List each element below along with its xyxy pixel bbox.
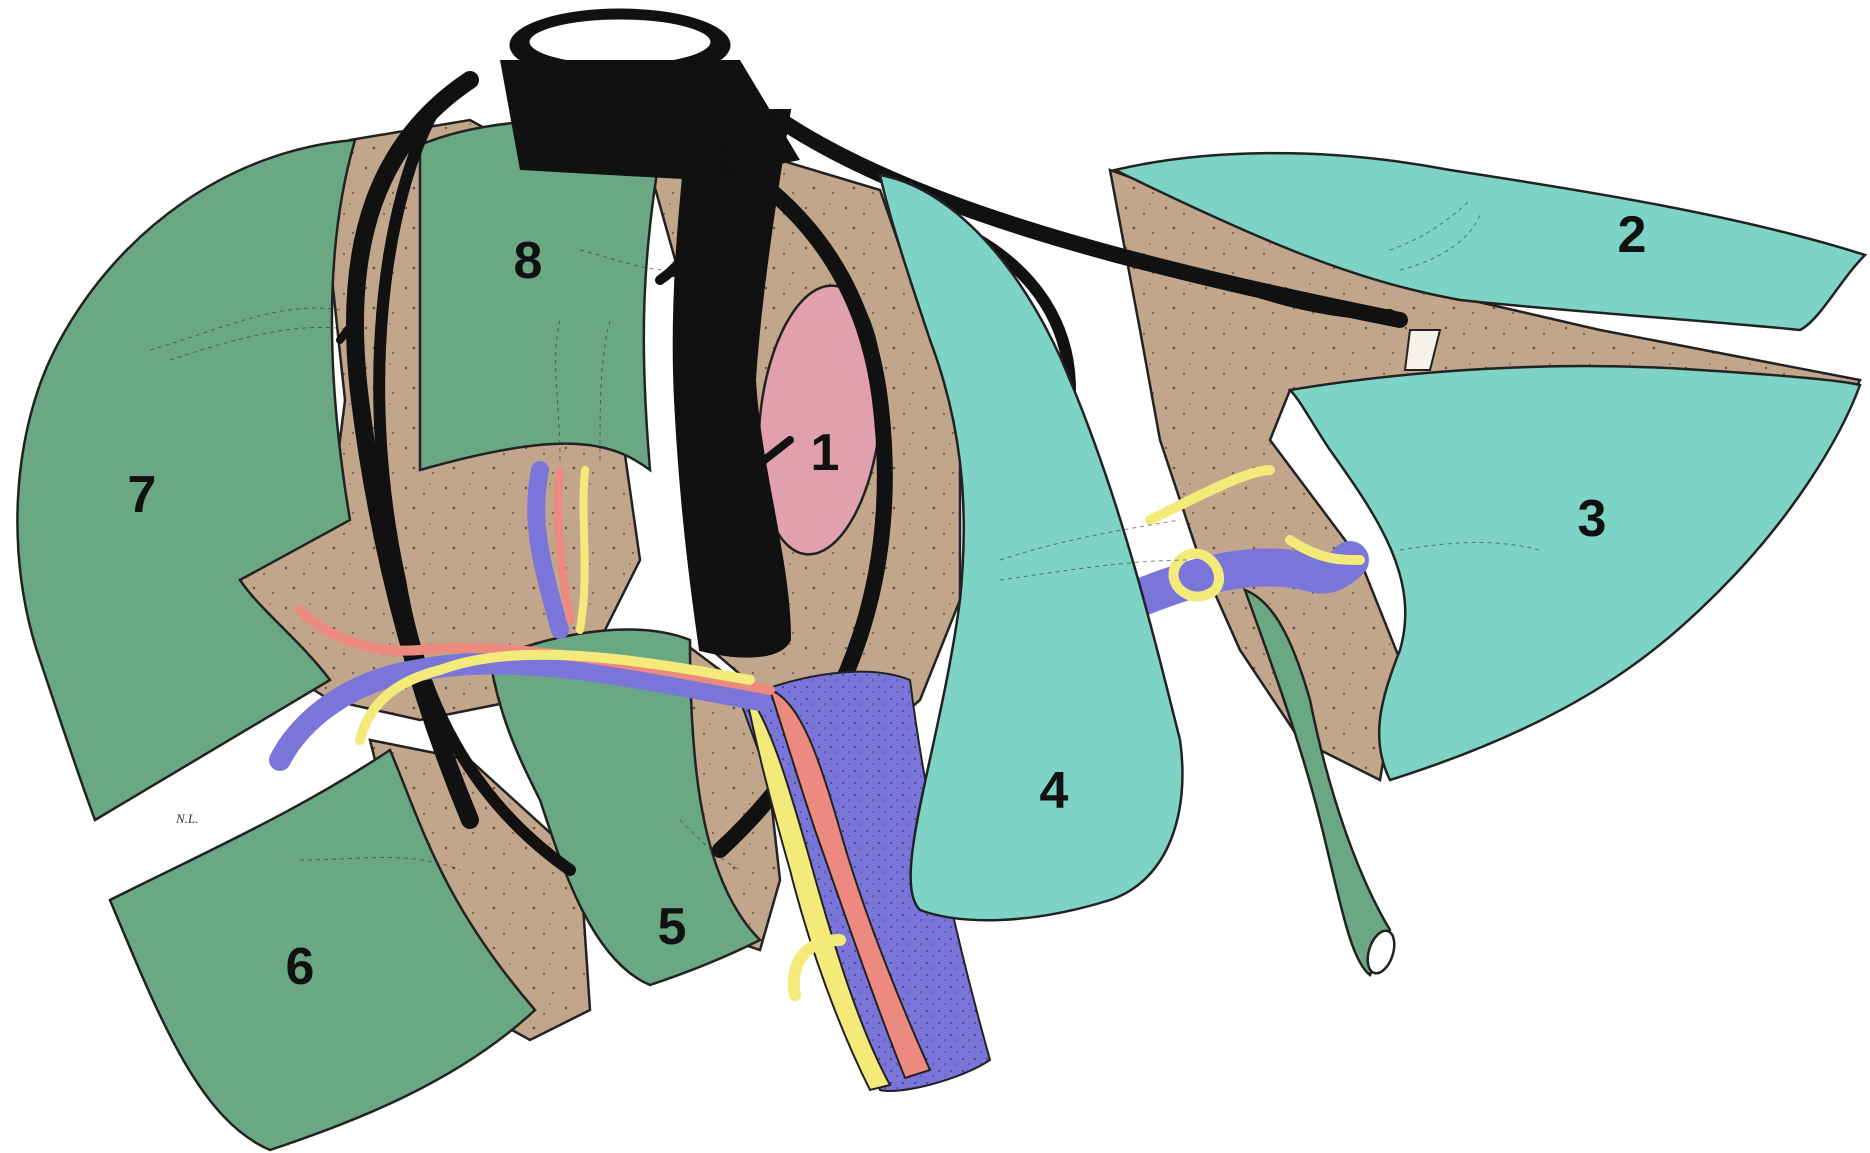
label-segment-3: 3	[1578, 490, 1607, 548]
label-segment-6: 6	[286, 938, 315, 996]
label-segment-5: 5	[658, 898, 687, 956]
label-segment-7: 7	[128, 466, 157, 524]
segment-8-pedicle-duct	[580, 470, 585, 630]
artist-signature: N.L.	[175, 811, 198, 826]
label-segment-4: 4	[1040, 762, 1069, 820]
label-segment-2: 2	[1618, 206, 1647, 264]
label-segment-8: 8	[514, 232, 543, 290]
label-segment-1: 1	[811, 424, 840, 482]
